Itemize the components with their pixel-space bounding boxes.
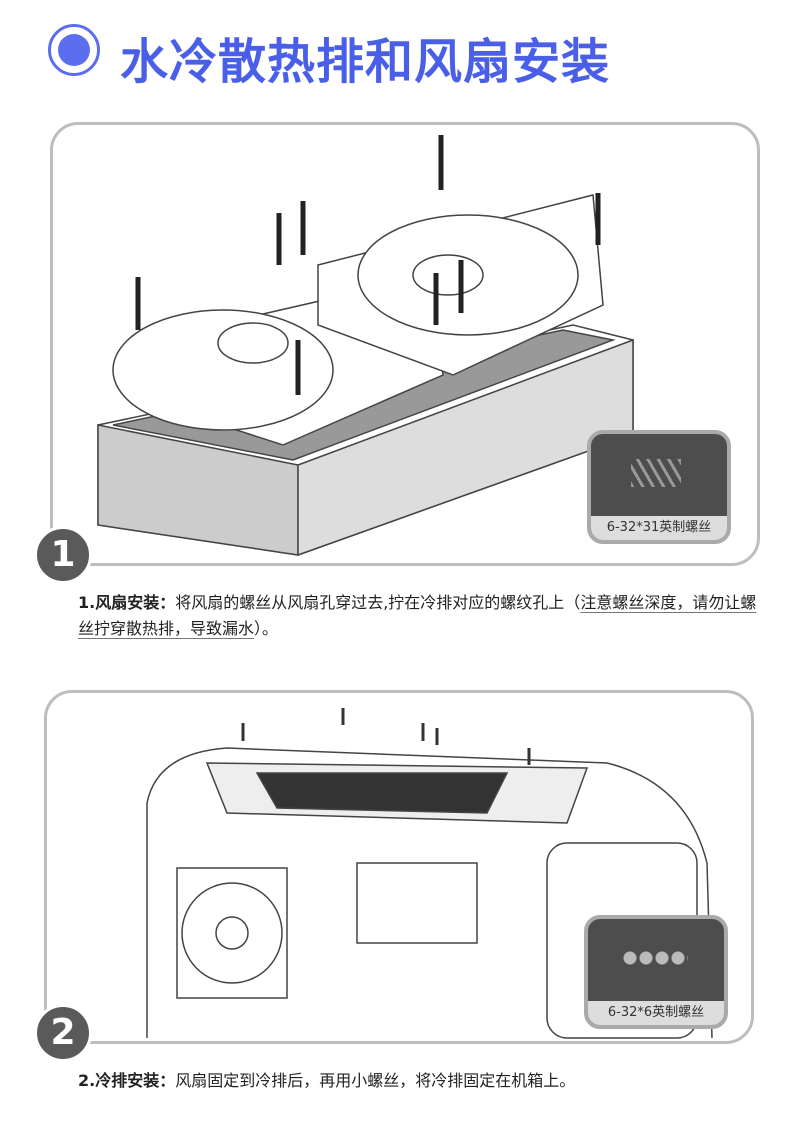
screw-inset-2: 6-32*6英制螺丝 xyxy=(584,915,728,1029)
long-screws-image xyxy=(631,459,681,487)
step2-description: 2.冷排安装：风扇固定到冷排后，再用小螺丝，将冷排固定在机箱上。 xyxy=(78,1068,758,1094)
inset-caption: 6-32*31英制螺丝 xyxy=(591,516,727,540)
step-number-2: 2 xyxy=(34,1004,92,1062)
page-title: 水冷散热排和风扇安装 xyxy=(120,34,611,90)
step1-end: ）。 xyxy=(254,619,279,638)
inset-caption: 6-32*6英制螺丝 xyxy=(588,1001,724,1025)
case-illustration xyxy=(146,708,713,1039)
screw-inset-1: 6-32*31英制螺丝 xyxy=(587,430,731,544)
step2-panel: 6-32*6英制螺丝 xyxy=(44,690,754,1044)
short-screws-image xyxy=(622,949,688,967)
step1-label: 1.风扇安装： xyxy=(78,593,176,612)
step1-note: 注意螺丝深度，请勿让螺丝拧穿散热排，导致漏水 xyxy=(78,593,757,638)
step1-panel: 6-32*31英制螺丝 xyxy=(50,122,760,566)
step1-text: 将风扇的螺丝从风扇孔穿过去,拧在冷排对应的螺纹孔上（ xyxy=(175,593,581,612)
bullet-icon xyxy=(48,24,100,76)
step1-description: 1.风扇安装：将风扇的螺丝从风扇孔穿过去,拧在冷排对应的螺纹孔上（注意螺丝深度，… xyxy=(78,590,758,642)
radiator-fan-illustration xyxy=(97,135,634,557)
step2-label: 2.冷排安装： xyxy=(78,1071,176,1090)
step2-text: 风扇固定到冷排后，再用小螺丝，将冷排固定在机箱上。 xyxy=(175,1071,576,1090)
step-number-1: 1 xyxy=(34,526,92,584)
